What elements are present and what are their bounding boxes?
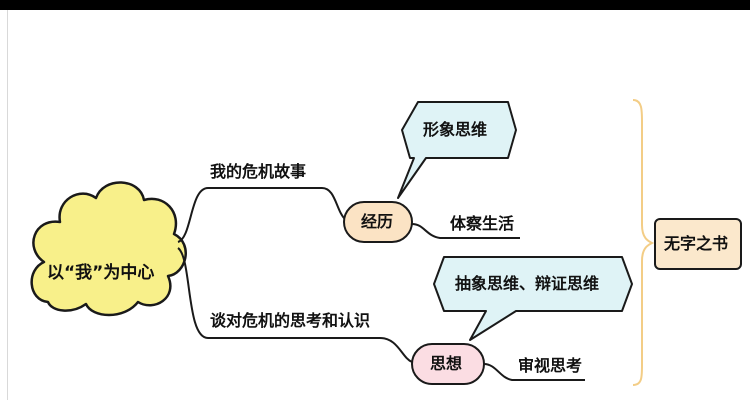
leaf-label-bottom: 审视思考 [518,356,583,375]
top-bar [0,0,750,10]
callout-top-shape [397,101,517,199]
summary-label: 无字之书 [664,234,729,253]
branch-line-bottom [177,247,413,363]
experience-node-label: 经历 [361,212,394,231]
thought-node-label: 思想 [430,354,463,373]
leaf-label-top: 体察生活 [450,214,515,233]
branch-line-top [177,187,347,243]
branch-label-bottom: 谈对危机的思考和认识 [210,311,371,330]
callout-top-label: 形象思维 [423,120,488,139]
callout-bottom-label: 抽象思维、辩证思维 [455,274,600,293]
leaf-line-bottom [483,363,585,381]
cloud-shape [30,181,187,317]
branch-label-top: 我的危机故事 [210,162,307,181]
central-topic-label: 以“我”为中心 [47,263,155,283]
summary-box-shape [654,218,742,270]
central-cloud [30,181,187,317]
left-edge-line [7,10,8,400]
callout-bottom-shape [433,256,633,341]
thought-node-shape [411,343,485,385]
leaf-line-top [411,223,520,239]
experience-node-shape [343,201,413,243]
summary-brace [632,99,655,386]
